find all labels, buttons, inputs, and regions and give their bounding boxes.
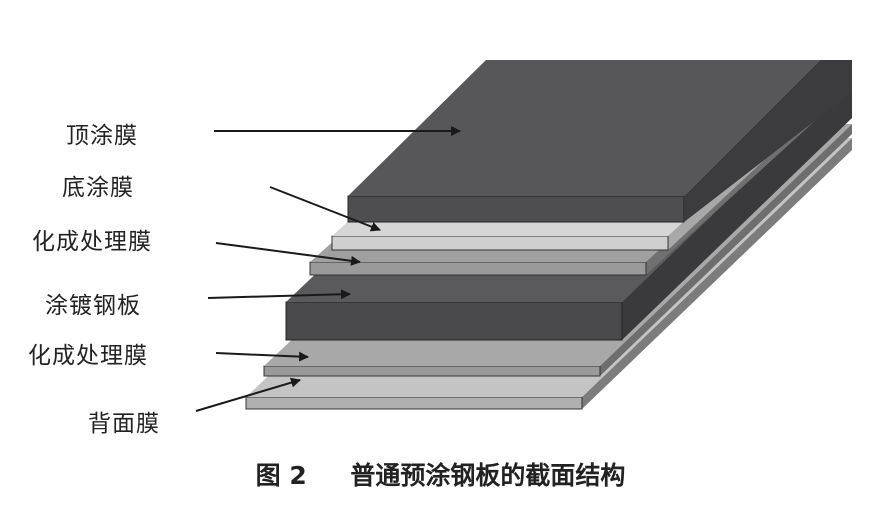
label-conversion-lower: 化成处理膜 [28,343,148,369]
figure-number: 图 2 [255,461,307,490]
figure-title: 普通预涂钢板的截面结构 [350,461,626,490]
upper-conversion-arrow [215,242,361,266]
figure-caption: 图 2 普通预涂钢板的截面结构 [0,456,881,492]
label-back-coat: 背面膜 [88,411,160,437]
label-galvanized-steel: 涂镀钢板 [45,293,141,319]
steel-arrow [207,289,351,300]
top-coat-layer [347,60,852,223]
back-coat-arrow [195,377,301,412]
label-conversion-upper: 化成处理膜 [32,229,152,255]
caption-gap [307,461,351,490]
primer-arrow [269,186,381,232]
label-top-coat: 顶涂膜 [66,123,138,149]
pointer-arrows [195,126,461,412]
label-primer: 底涂膜 [62,175,134,201]
lower-conversion-arrow [215,351,309,362]
